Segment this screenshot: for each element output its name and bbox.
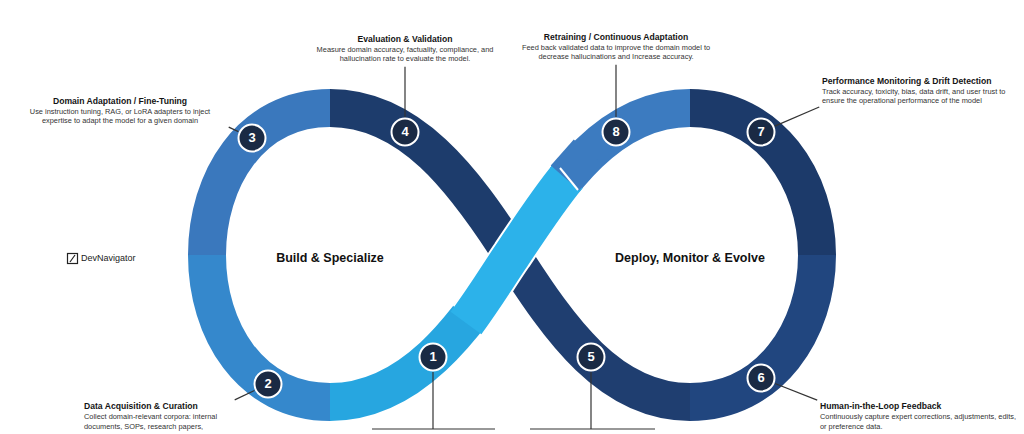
- logo-slash: [70, 255, 75, 262]
- loop-band: [207, 108, 330, 255]
- callout-number: 1: [418, 342, 448, 372]
- callout-text: Evaluation & ValidationMeasure domain ac…: [310, 34, 500, 64]
- callout-text: Domain Adaptation / Fine-TuningUse instr…: [14, 96, 226, 126]
- callout-body: Collect domain-relevant corpora: interna…: [84, 412, 232, 431]
- loop-band: [330, 108, 512, 255]
- callout-text: Performance Monitoring & Drift Detection…: [822, 76, 1018, 106]
- step-circle: 5: [576, 342, 606, 372]
- logo-text: DevNavigator: [81, 253, 136, 263]
- leader-line: [229, 127, 239, 132]
- leader-line: [615, 65, 616, 117]
- callout-number: 7: [746, 117, 776, 147]
- leader-line: [775, 383, 817, 400]
- callout-text: Data Acquisition & CurationCollect domai…: [84, 401, 232, 431]
- callout-number: 6: [746, 363, 776, 393]
- leader-line: [432, 372, 433, 429]
- step-circle: 3: [237, 123, 267, 153]
- callout-number: 4: [390, 117, 420, 147]
- loop-band: [512, 255, 690, 402]
- loop-band: [565, 152, 588, 178]
- callout-number: 5: [576, 342, 606, 372]
- leader-line: [590, 372, 591, 429]
- leader-line: [235, 390, 255, 399]
- callout-heading: Domain Adaptation / Fine-Tuning: [14, 96, 226, 107]
- callout-number: 2: [253, 369, 283, 399]
- step-circle: 4: [390, 117, 420, 147]
- callout-text: Human-in-the-Loop FeedbackContinuously c…: [820, 401, 1018, 431]
- leader-line: [404, 67, 405, 117]
- callout-body: Measure domain accuracy, factuality, com…: [310, 45, 500, 64]
- step-circle: 1: [418, 342, 448, 372]
- loop-band: [207, 255, 330, 402]
- loop-band: [690, 108, 817, 255]
- loop-title: Build & Specialize: [276, 251, 384, 265]
- callout-heading: Human-in-the-Loop Feedback: [820, 401, 1018, 412]
- loop-seam: [560, 168, 578, 190]
- loop-band: [466, 176, 568, 323]
- callout-heading: Evaluation & Validation: [310, 34, 500, 45]
- callout-heading: Data Acquisition & Curation: [84, 401, 232, 412]
- step-circle: 2: [253, 369, 283, 399]
- logo-icon: [68, 254, 78, 264]
- step-circle: 8: [601, 117, 631, 147]
- callout-number: 3: [237, 123, 267, 153]
- loop-title: Deploy, Monitor & Evolve: [615, 251, 765, 265]
- callout-heading: Retraining / Continuous Adaptation: [512, 32, 720, 43]
- callout-body: Track accuracy, toxicity, bias, data dri…: [822, 87, 1018, 106]
- callout-body: Use instruction tuning, RAG, or LoRA ada…: [14, 107, 226, 126]
- callout-body: Continuously capture expert corrections,…: [820, 412, 1018, 431]
- leader-bar: [530, 428, 655, 429]
- step-circle: 6: [746, 363, 776, 393]
- leader-bar: [372, 428, 495, 429]
- callout-text: Retraining / Continuous AdaptationFeed b…: [512, 32, 720, 62]
- callout-heading: Performance Monitoring & Drift Detection: [822, 76, 1018, 87]
- step-circle: 7: [746, 117, 776, 147]
- leader-line: [775, 107, 819, 126]
- callout-body: Feed back validated data to improve the …: [512, 43, 720, 62]
- callout-number: 8: [601, 117, 631, 147]
- loop-band: [690, 255, 817, 402]
